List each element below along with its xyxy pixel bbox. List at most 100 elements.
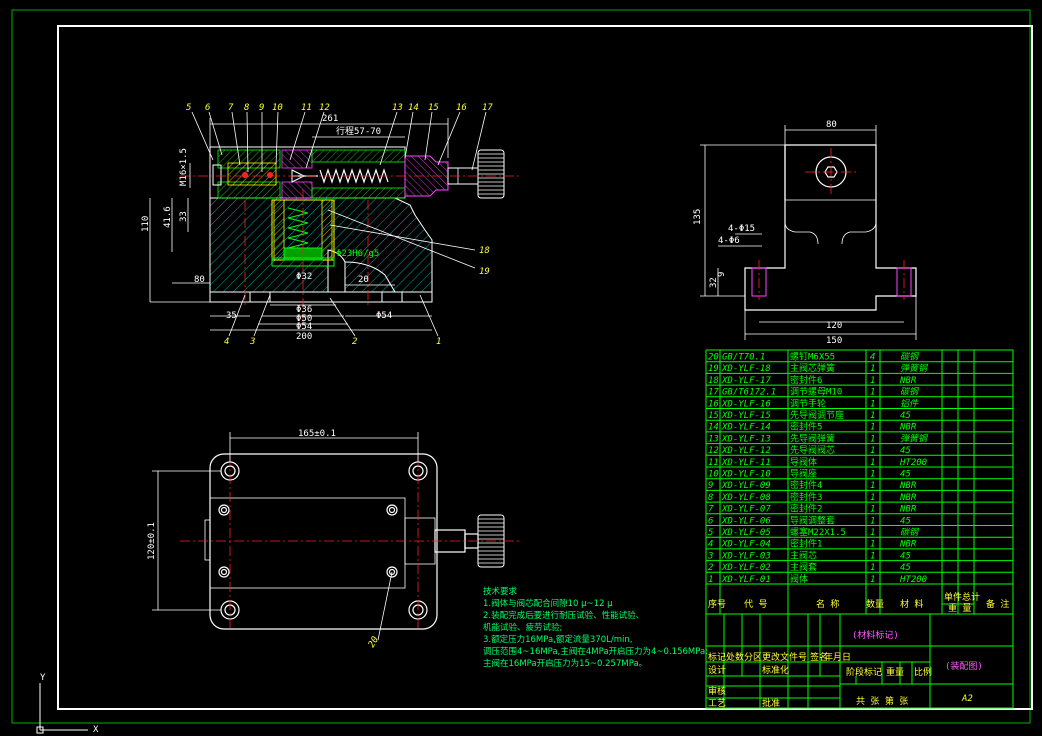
side-view[interactable]: 80 135 4-Φ15 4-Φ6 9 32 120 150 bbox=[693, 120, 917, 346]
title-sheet-size: A2 bbox=[961, 694, 973, 704]
side-dim-9: 9 bbox=[717, 272, 727, 277]
parts-cell-name: 密封件4 bbox=[790, 479, 822, 491]
header-weight: 重 量 bbox=[948, 602, 971, 614]
parts-cell-mat: 45 bbox=[900, 563, 911, 573]
balloon-9: 9 bbox=[259, 103, 264, 113]
dim-200: 200 bbox=[296, 332, 312, 342]
parts-cell-no: 18 bbox=[708, 376, 719, 386]
parts-cell-name: 导阀座 bbox=[790, 468, 817, 480]
dim-33: 33 bbox=[179, 211, 189, 222]
row-label-zone: 分区 bbox=[744, 652, 762, 663]
parts-cell-qty: 1 bbox=[870, 575, 875, 585]
parts-cell-no: 9 bbox=[708, 481, 713, 491]
parts-cell-mat: 弹簧钢 bbox=[900, 363, 929, 374]
balloon-10: 10 bbox=[272, 103, 283, 113]
parts-cell-code: XD-YLF-04 bbox=[721, 540, 771, 550]
header-qty: 数量 bbox=[866, 598, 884, 610]
parts-cell-code: XD-YLF-15 bbox=[721, 411, 771, 421]
parts-cell-mat: 45 bbox=[900, 551, 911, 561]
ucs-icon: Y X bbox=[36, 673, 99, 735]
parts-cell-mat: NBR bbox=[899, 376, 917, 386]
parts-cell-qty: 1 bbox=[870, 446, 875, 456]
parts-cell-mat: HT200 bbox=[899, 458, 927, 468]
balloon-15: 15 bbox=[428, 103, 439, 113]
parts-cell-qty: 1 bbox=[870, 528, 875, 538]
notes-line-2: 2.装配完成后要进行耐压试验、性能试验、 bbox=[483, 610, 644, 621]
parts-cell-name: 螺钉M6X55 bbox=[790, 352, 835, 363]
parts-cell-no: 14 bbox=[708, 423, 719, 433]
parts-cell-name: 主阀芯弹簧 bbox=[790, 362, 835, 374]
title-material-mark: (材料标记) bbox=[852, 629, 899, 641]
parts-cell-no: 19 bbox=[708, 364, 719, 374]
technical-notes: 技术要求 1.阀体与阀芯配合间隙10 μ~12 μ 2.装配完成后要进行耐压试验… bbox=[483, 586, 708, 669]
parts-cell-name: 先导阀弹簧 bbox=[790, 432, 835, 444]
top-view[interactable]: 165±0.1 120±0.1 20 bbox=[147, 429, 520, 650]
parts-cell-no: 12 bbox=[708, 446, 719, 456]
parts-cell-mat: NBR bbox=[899, 481, 917, 491]
parts-cell-no: 4 bbox=[708, 540, 713, 550]
parts-cell-code: XD-YLF-08 bbox=[721, 493, 771, 503]
parts-cell-code: GB/T70.1 bbox=[722, 353, 765, 363]
dim-80: 80 bbox=[194, 275, 205, 285]
row-label-sign: 签名 bbox=[810, 651, 828, 663]
side-dim-135: 135 bbox=[693, 209, 703, 225]
parts-cell-mat: NBR bbox=[899, 540, 917, 550]
side-dim-4phi6: 4-Φ6 bbox=[718, 236, 740, 246]
dim-thread: M16×1.5 bbox=[179, 148, 189, 186]
balloon-14: 14 bbox=[408, 103, 419, 113]
dim-travel: 行程57-70 bbox=[336, 125, 381, 137]
parts-cell-no: 15 bbox=[708, 411, 719, 421]
parts-cell-code: XD-YLF-03 bbox=[721, 551, 771, 561]
parts-cell-qty: 1 bbox=[870, 563, 875, 573]
parts-cell-mat: NBR bbox=[899, 493, 917, 503]
balloon-17: 17 bbox=[482, 103, 493, 113]
parts-cell-code: XD-YLF-05 bbox=[721, 528, 771, 538]
label-approve: 批准 bbox=[762, 697, 780, 709]
dim-41.6: 41.6 bbox=[163, 206, 173, 228]
parts-cell-code: XD-YLF-07 bbox=[721, 505, 771, 515]
parts-cell-code: XD-YLF-11 bbox=[721, 458, 771, 468]
balloon-6: 6 bbox=[205, 103, 210, 113]
parts-cell-qty: 1 bbox=[870, 470, 875, 480]
front-section-view[interactable]: 261 行程57-70 110 41.6 33 M16×1.5 80 35 20… bbox=[141, 103, 520, 347]
notes-line-3: 机能试验、疲劳试验; bbox=[483, 622, 562, 633]
parts-cell-name: 导阀体 bbox=[790, 456, 817, 468]
notes-line-4: 3.额定压力16MPa,额定流量370L/min, bbox=[483, 634, 632, 645]
parts-cell-mat: 45 bbox=[900, 446, 911, 456]
header-no: 序号 bbox=[708, 598, 726, 610]
row-label-mark: 标记 bbox=[708, 651, 726, 663]
header-unit-weight: 单件 bbox=[944, 591, 962, 603]
parts-cell-mat: NBR bbox=[899, 505, 917, 515]
ucs-y-label: Y bbox=[40, 673, 46, 683]
balloon-16: 16 bbox=[456, 103, 467, 113]
parts-cell-mat: 弹簧钢 bbox=[900, 433, 929, 444]
title-block[interactable]: (材料标记) (装配图) A2 标记 处数 分区 更改文件号 签名 年月日 设计… bbox=[705, 613, 1014, 709]
parts-cell-name: 先导阀阀芯 bbox=[790, 444, 835, 456]
side-dim-32: 32 bbox=[709, 277, 719, 288]
label-weight: 重量 bbox=[886, 666, 904, 678]
dim-phi36: Φ36 bbox=[296, 305, 312, 315]
parts-cell-code: XD-YLF-02 bbox=[721, 563, 771, 573]
parts-cell-qty: 1 bbox=[870, 481, 875, 491]
label-review: 审核 bbox=[708, 685, 726, 697]
parts-cell-name: 密封件1 bbox=[790, 538, 822, 550]
parts-cell-qty: 1 bbox=[870, 411, 875, 421]
parts-cell-qty: 1 bbox=[870, 388, 875, 398]
dim-phi32: Φ32 bbox=[296, 272, 312, 282]
parts-cell-name: 密封件5 bbox=[790, 421, 822, 433]
parts-cell-qty: 1 bbox=[870, 458, 875, 468]
parts-cell-no: 13 bbox=[708, 434, 719, 444]
parts-cell-qty: 1 bbox=[870, 399, 875, 409]
dim-20: 20 bbox=[358, 275, 369, 285]
parts-cell-qty: 1 bbox=[870, 423, 875, 433]
parts-cell-name: 导阀调整套 bbox=[790, 514, 835, 526]
notes-title: 技术要求 bbox=[483, 586, 518, 597]
side-dim-120: 120 bbox=[826, 321, 842, 331]
parts-cell-code: GB/T6172.1 bbox=[722, 388, 776, 398]
parts-cell-code: XD-YLF-09 bbox=[721, 481, 771, 491]
balloon-8: 8 bbox=[244, 103, 249, 113]
parts-cell-mat: 45 bbox=[900, 470, 911, 480]
row-label-change-doc: 更改文件号 bbox=[762, 651, 807, 663]
